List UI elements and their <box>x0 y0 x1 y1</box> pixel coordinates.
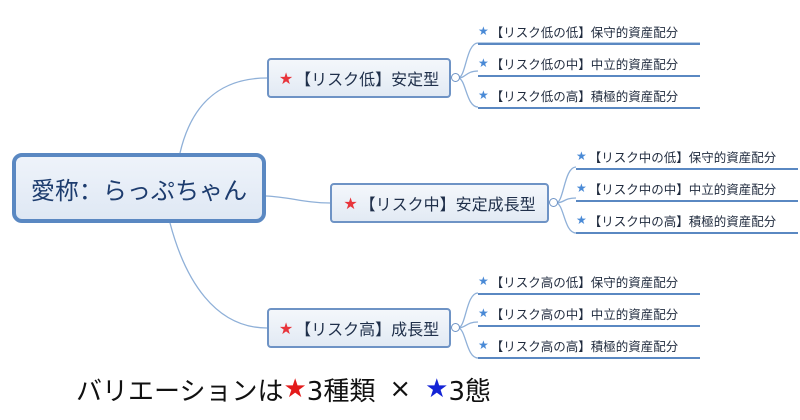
times-icon: × <box>389 374 412 404</box>
red-star-icon: ★ <box>278 318 294 338</box>
leaf-label: 【リスク中の低】保守的資産配分 <box>588 149 777 165</box>
connector-root-b2 <box>265 195 331 204</box>
leaf-label: 【リスク高の低】保守的資産配分 <box>490 274 679 290</box>
blue-star-icon: ★ <box>425 374 449 404</box>
leaf-label: 【リスク中の中】中立的資産配分 <box>588 181 777 197</box>
variation-caption: バリエーションは ★ 3種類 × ★ 3態 <box>76 369 491 409</box>
leaf-label: 【リスク高の中】中立的資産配分 <box>490 306 679 322</box>
leaf-risk-high-low[interactable]: ★ 【リスク高の低】保守的資産配分 <box>478 269 700 295</box>
leaf-risk-high-high[interactable]: ★ 【リスク高の高】積極的資産配分 <box>478 333 700 359</box>
blue-star-icon: ★ <box>576 181 587 195</box>
blue-star-icon: ★ <box>478 338 489 352</box>
blue-star-icon: ★ <box>478 56 489 70</box>
leaf-risk-low-mid[interactable]: ★ 【リスク低の中】中立的資産配分 <box>478 51 700 77</box>
root-node[interactable]: 愛称：らっぷちゃん <box>12 153 266 223</box>
leaf-label: 【リスク高の高】積極的資産配分 <box>490 338 679 354</box>
red-star-icon: ★ <box>283 374 307 404</box>
red-star-icon: ★ <box>278 68 294 88</box>
connector-b2-l3 <box>555 202 577 234</box>
branch-label: 【リスク低】安定型 <box>295 70 440 89</box>
leaf-label: 【リスク中の高】積極的資産配分 <box>588 213 777 229</box>
blue-star-icon: ★ <box>478 306 489 320</box>
blue-star-icon: ★ <box>576 149 587 163</box>
collapse-toggle-risk-mid[interactable] <box>549 198 558 207</box>
blue-star-icon: ★ <box>478 24 489 38</box>
collapse-toggle-risk-high[interactable] <box>451 323 460 332</box>
leaf-risk-high-mid[interactable]: ★ 【リスク高の中】中立的資産配分 <box>478 301 700 327</box>
root-label: 愛称：らっぷちゃん <box>30 176 248 205</box>
leaf-label: 【リスク低の中】中立的資産配分 <box>490 56 679 72</box>
leaf-label: 【リスク低の低】保守的資産配分 <box>490 24 679 40</box>
caption-prefix: バリエーションは <box>76 376 284 407</box>
caption-count-a: 3種類 <box>306 376 376 407</box>
blue-star-icon: ★ <box>478 88 489 102</box>
leaf-risk-low-low[interactable]: ★ 【リスク低の低】保守的資産配分 <box>478 19 700 45</box>
branch-risk-mid[interactable]: ★ 【リスク中】安定成長型 <box>330 183 549 223</box>
connector-root-b3 <box>169 222 268 329</box>
leaf-label: 【リスク低の高】積極的資産配分 <box>490 88 679 104</box>
leaf-risk-mid-low[interactable]: ★ 【リスク中の低】保守的資産配分 <box>576 144 798 170</box>
leaf-risk-mid-mid[interactable]: ★ 【リスク中の中】中立的資産配分 <box>576 176 798 202</box>
blue-star-icon: ★ <box>478 274 489 288</box>
branch-label: 【リスク中】安定成長型 <box>359 195 536 214</box>
collapse-toggle-risk-low[interactable] <box>451 73 460 82</box>
connector-b1-l1 <box>457 42 700 79</box>
leaf-risk-low-high[interactable]: ★ 【リスク低の高】積極的資産配分 <box>478 83 700 109</box>
branch-risk-low[interactable]: ★ 【リスク低】安定型 <box>267 58 451 98</box>
connector-root-b1 <box>179 77 268 154</box>
branch-label: 【リスク高】成長型 <box>295 320 440 339</box>
connector-b3-l3 <box>457 327 479 359</box>
connector-b1-l3 <box>457 77 479 108</box>
branch-risk-high[interactable]: ★ 【リスク高】成長型 <box>267 308 451 348</box>
red-star-icon: ★ <box>343 193 358 213</box>
blue-star-icon: ★ <box>576 213 587 227</box>
caption-count-b: 3態 <box>448 376 491 407</box>
leaf-risk-mid-high[interactable]: ★ 【リスク中の高】積極的資産配分 <box>576 208 798 234</box>
